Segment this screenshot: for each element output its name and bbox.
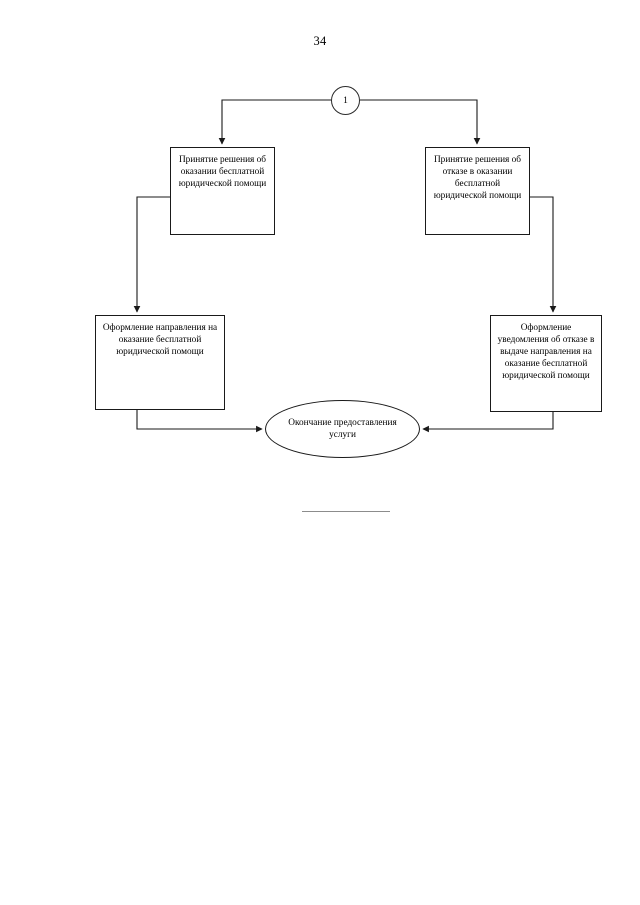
node-issue-refusal-notice-label: Оформление уведомления об отказе в выдач… [497, 323, 595, 382]
node-decision-refuse: Принятие решения об отказе в оказании бе… [425, 147, 530, 235]
edge-connector-to-decision-refuse [360, 99, 481, 145]
edge-issue-refusal-notice-to-end [422, 412, 554, 433]
node-issue-referral: Оформление направления на оказание беспл… [95, 315, 225, 410]
page-number: 34 [313, 34, 327, 48]
node-end-label: Окончание предоставления услуги [288, 417, 397, 440]
edge-connector-to-decision-grant [218, 99, 331, 145]
node-issue-referral-label: Оформление направления на оказание беспл… [102, 323, 218, 358]
node-decision-grant-label: Принятие решения об оказании бесплатной … [178, 155, 267, 190]
node-decision-grant: Принятие решения об оказании бесплатной … [170, 147, 275, 235]
edge-decision-refuse-to-issue-refusal-notice [530, 196, 557, 313]
edge-issue-referral-to-end [136, 410, 263, 433]
off-page-connector-1: 1 [331, 86, 360, 115]
edge-decision-grant-to-issue-referral [133, 196, 170, 313]
footer-divider [302, 511, 390, 512]
node-end: Окончание предоставления услуги [265, 400, 420, 458]
off-page-connector-label: 1 [343, 95, 348, 106]
node-issue-refusal-notice: Оформление уведомления об отказе в выдач… [490, 315, 602, 412]
node-decision-refuse-label: Принятие решения об отказе в оказании бе… [433, 155, 522, 202]
